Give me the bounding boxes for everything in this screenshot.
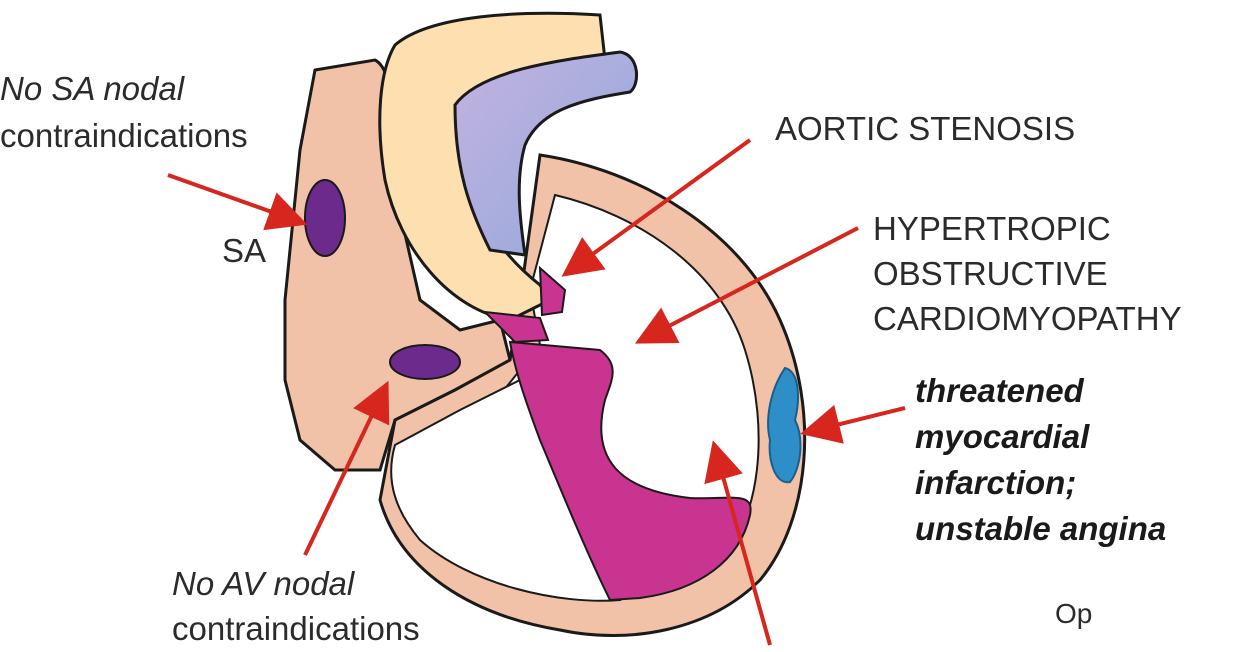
- label-mi-3: infarction;: [915, 464, 1076, 501]
- label-mi-4: unstable angina: [915, 510, 1166, 547]
- label-aortic-stenosis: AORTIC STENOSIS: [775, 110, 1075, 147]
- av-node: [390, 345, 460, 379]
- label-hocm-1: HYPERTROPIC: [873, 210, 1111, 247]
- label-op: Op: [1055, 598, 1092, 629]
- arrow-mi: [808, 408, 905, 432]
- label-sa: SA: [222, 232, 266, 269]
- label-sa-no-contra-1: No SA nodal: [0, 70, 186, 107]
- label-hocm-3: CARDIOMYOPATHY: [873, 300, 1182, 337]
- label-sa-no-contra-2: contraindications: [0, 117, 248, 154]
- label-av-no-contra-1: No AV nodal: [172, 565, 356, 602]
- arrow-sa: [168, 175, 300, 222]
- label-mi-1: threatened: [915, 372, 1085, 409]
- sa-node: [305, 180, 345, 256]
- label-mi-2: myocardial: [915, 418, 1090, 455]
- label-av-no-contra-2: contraindications: [172, 610, 420, 647]
- label-hocm-2: OBSTRUCTIVE: [873, 255, 1108, 292]
